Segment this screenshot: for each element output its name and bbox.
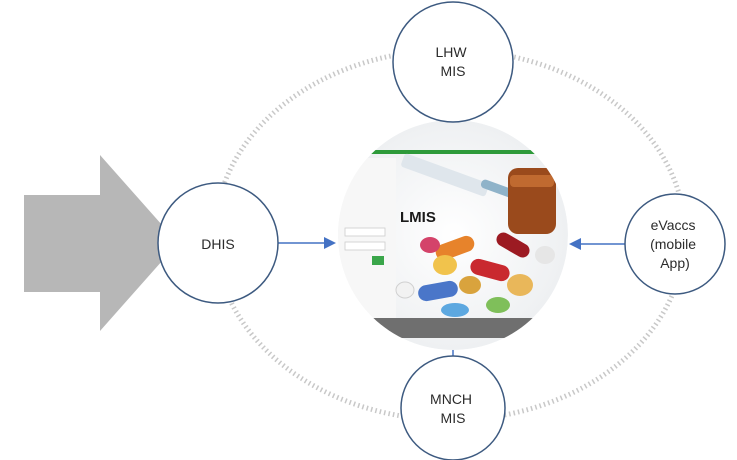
node-lhw-mis (392, 1, 514, 123)
label-dhis: DHIS (201, 236, 234, 252)
big-grey-arrow (24, 155, 178, 331)
label-evaccs: eVaccs (mobile App) (650, 217, 700, 271)
node-mnch-mis (400, 355, 506, 460)
label-mnch-mis: MNCH MIS (430, 391, 476, 426)
lmis-center-image (338, 120, 568, 350)
node-evaccs (624, 193, 726, 295)
node-dhis (157, 182, 279, 304)
label-lhw-mis: LHW MIS (435, 44, 470, 79)
lmis-label: LMIS (400, 209, 436, 226)
